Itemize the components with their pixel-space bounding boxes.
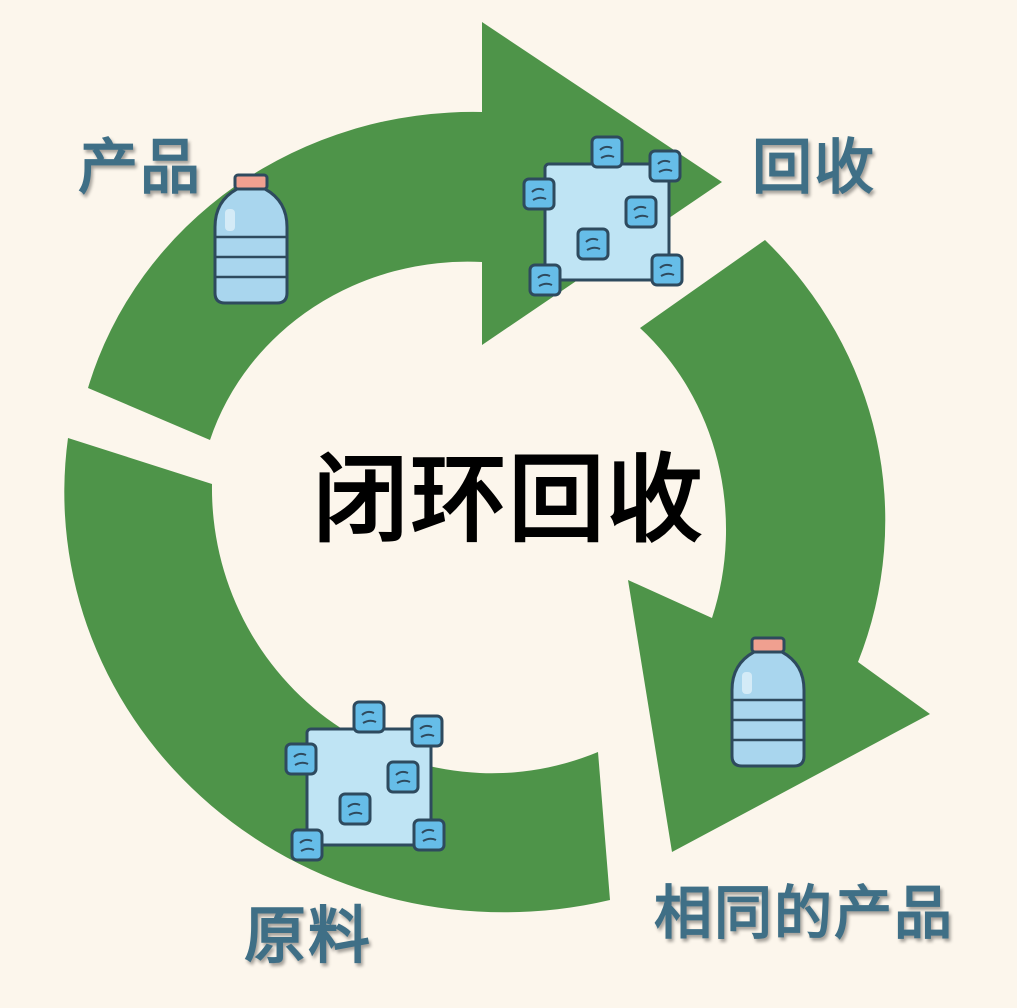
stage-label-recycle: 回收 (752, 133, 876, 203)
diagram-title: 闭环回收 (312, 444, 705, 556)
stage-label-same-product: 相同的产品 (654, 879, 955, 947)
stage-label-raw-material: 原料 (244, 899, 373, 972)
stage-label-product: 产品 (78, 133, 202, 203)
arrow-right (628, 240, 930, 852)
arrow-bottom-left (64, 438, 611, 913)
arrow-top (88, 22, 722, 440)
